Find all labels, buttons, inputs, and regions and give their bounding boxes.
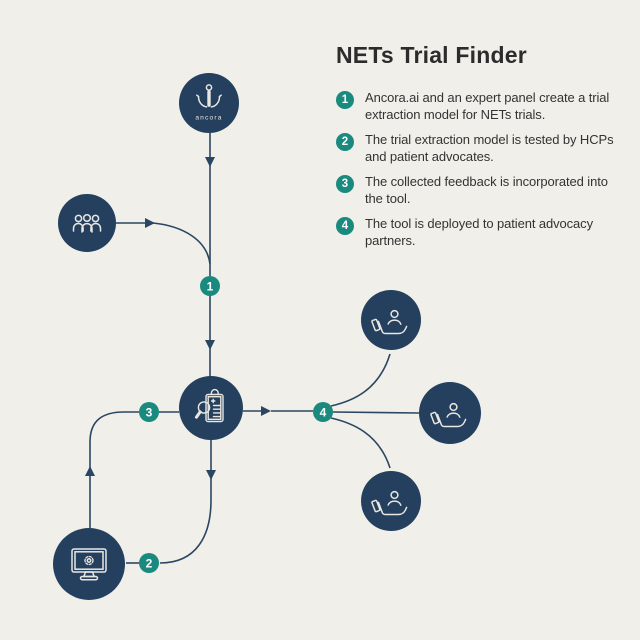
anchor-logo-icon: ancora: [195, 84, 222, 122]
arrowhead-down-icon: [205, 340, 215, 350]
monitor-gear-icon: [71, 548, 107, 581]
legend-item-2: 2 The trial extraction model is tested b…: [336, 131, 632, 165]
connector-step4-to-hand-top: [330, 353, 391, 407]
legend-badge-3: 3: [336, 175, 354, 193]
arrowhead-right-icon: [261, 406, 271, 416]
arrowhead-down-icon: [205, 157, 215, 167]
connector-monitor-to-step3: [89, 411, 139, 528]
connector-step4-to-hand-bottom: [330, 417, 391, 469]
legend-text-2: The trial extraction model is tested by …: [365, 132, 614, 164]
legend-badge-2: 2: [336, 133, 354, 151]
step-marker-4: [313, 402, 333, 422]
step-marker-4-label: 4: [320, 406, 327, 420]
legend-text-3: The collected feedback is incorporated i…: [365, 174, 608, 206]
connector-step4-to-hand-mid: [332, 411, 420, 414]
legend-badge-4: 4: [336, 217, 354, 235]
step-marker-1-label: 1: [207, 280, 214, 294]
clipboard-search-icon: [194, 388, 224, 423]
legend-badge-1: 1: [336, 91, 354, 109]
legend-item-4: 4 The tool is deployed to patient advoca…: [336, 215, 632, 249]
step-marker-3: [139, 402, 159, 422]
legend-text-1: Ancora.ai and an expert panel create a t…: [365, 90, 610, 122]
connector-center-to-step2: [159, 440, 212, 564]
hand-person-icon: [371, 309, 408, 335]
arrowhead-right-icon: [145, 218, 155, 228]
step-marker-2: [139, 553, 159, 573]
node-extraction-model: [179, 376, 243, 440]
arrowhead-up-icon: [85, 466, 95, 476]
legend-text-4: The tool is deployed to patient advocacy…: [365, 216, 593, 248]
hand-person-icons: [371, 309, 467, 516]
hand-person-icon: [371, 490, 408, 516]
page-title: NETs Trial Finder: [336, 42, 527, 68]
legend-panel: NETs Trial Finder 1 Ancora.ai and an exp…: [336, 42, 632, 257]
people-group-icon: [72, 213, 102, 233]
arrowheads: [85, 157, 271, 480]
ancora-wordmark: ancora: [195, 115, 222, 122]
arrowhead-down-icon: [206, 470, 216, 480]
step-marker-1: [200, 276, 220, 296]
legend-item-1: 1 Ancora.ai and an expert panel create a…: [336, 89, 632, 123]
step-marker-2-label: 2: [146, 557, 153, 571]
legend-item-3: 3 The collected feedback is incorporated…: [336, 173, 632, 207]
step-marker-3-label: 3: [146, 406, 153, 420]
hand-person-icon: [430, 402, 467, 428]
connector-lines: [89, 133, 420, 564]
step-markers: 1 2 3 4: [139, 276, 333, 573]
legend-list: 1 Ancora.ai and an expert panel create a…: [336, 89, 632, 257]
connector-people-curve: [152, 222, 211, 265]
